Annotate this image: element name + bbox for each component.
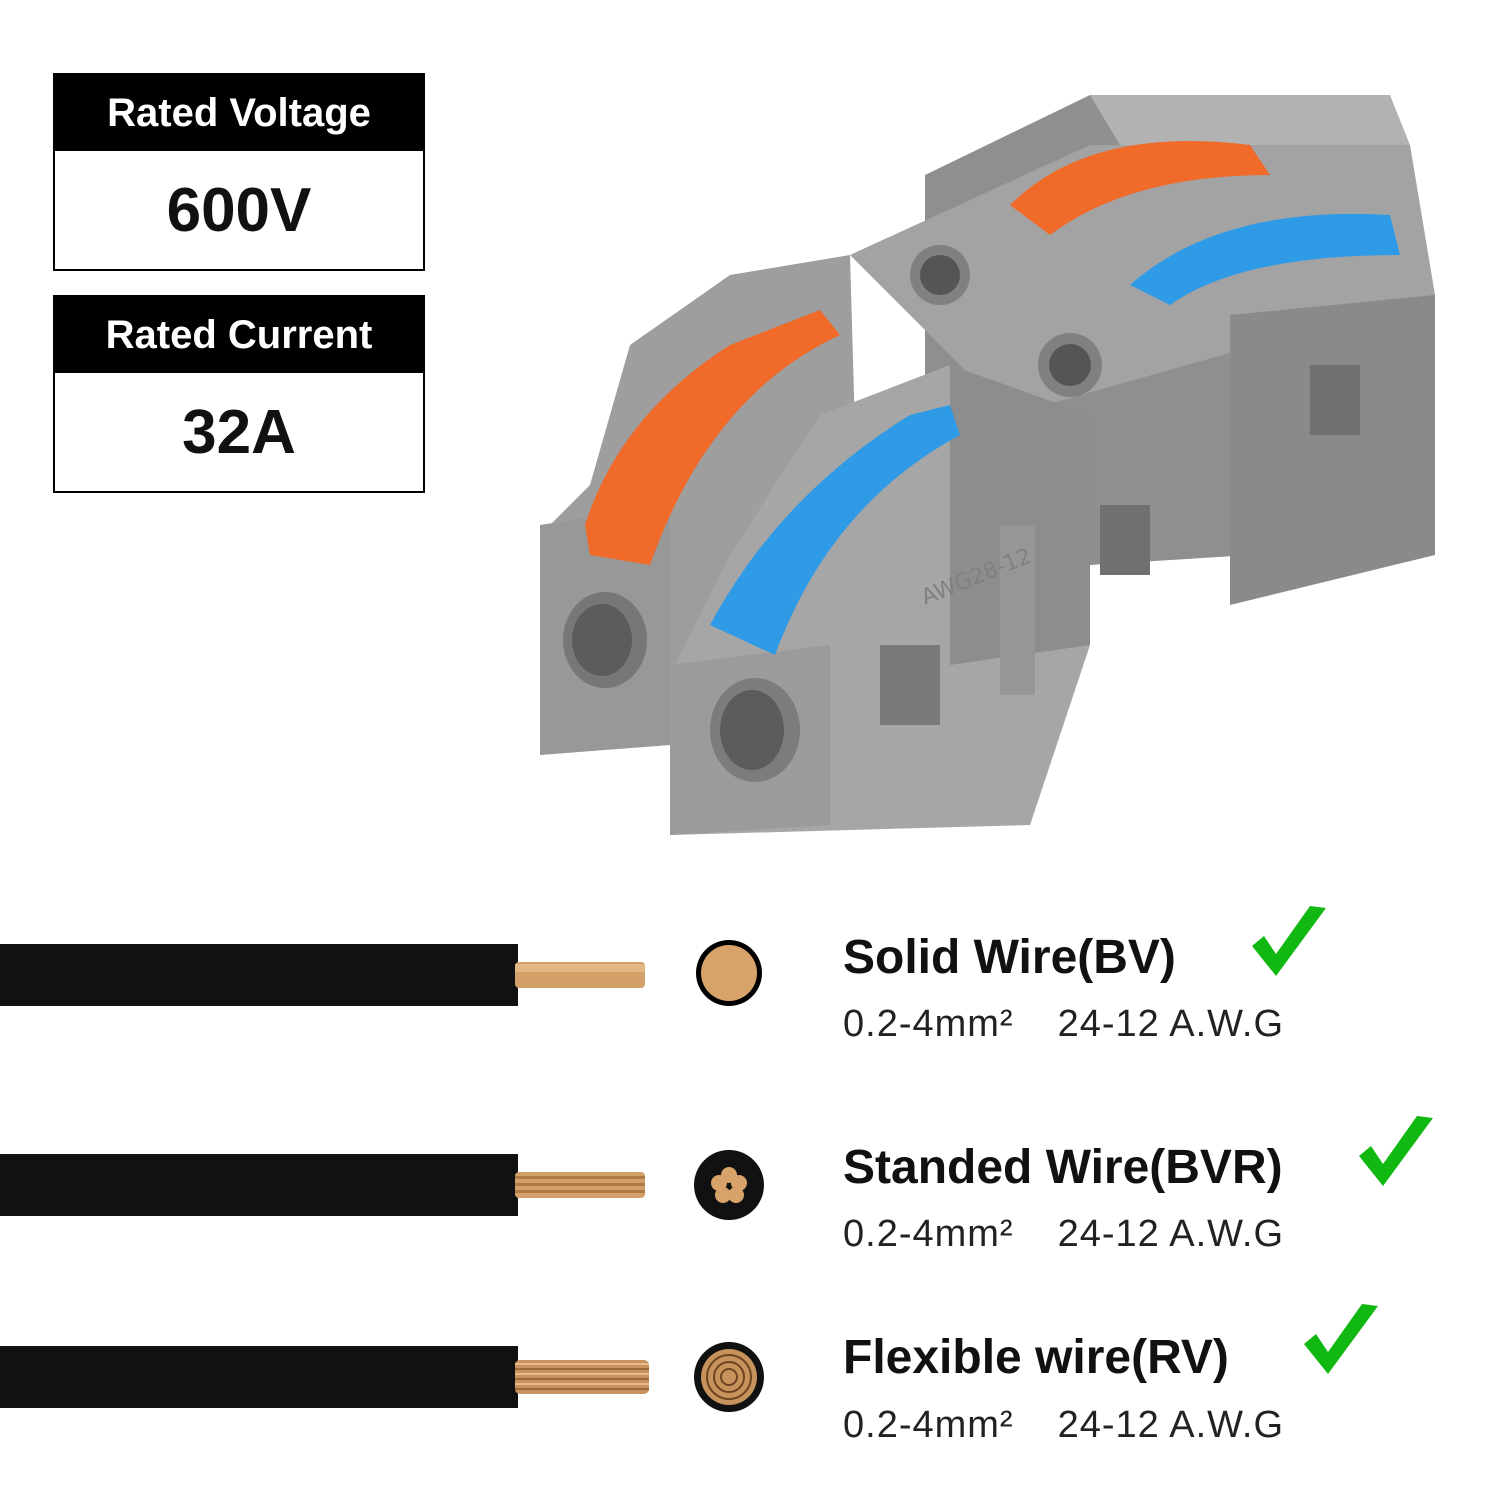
wire-spec-flexible: 0.2-4mm² 24-12 A.W.G (843, 1404, 1284, 1447)
wire-area-solid: 0.2-4mm² (843, 1003, 1014, 1045)
check-icon (1252, 906, 1326, 976)
wire-area-flexible: 0.2-4mm² (843, 1404, 1014, 1446)
solid-wire-image (0, 940, 762, 1006)
wire-awg-flexible: 24-12 A.W.G (1057, 1404, 1285, 1446)
wire-title-stranded: Standed Wire(BVR) (843, 1141, 1283, 1194)
wire-awg-solid: 24-12 A.W.G (1057, 1003, 1285, 1045)
wire-spec-solid: 0.2-4mm² 24-12 A.W.G (843, 1003, 1284, 1046)
flexible-wire-image (0, 1342, 764, 1412)
wire-area-stranded: 0.2-4mm² (843, 1213, 1014, 1255)
check-icon (1304, 1304, 1378, 1374)
rated-current-box: Rated Current 32A (53, 295, 425, 493)
wire-awg-stranded: 24-12 A.W.G (1057, 1213, 1285, 1255)
rated-voltage-label: Rated Voltage (55, 75, 423, 151)
rated-voltage-box: Rated Voltage 600V (53, 73, 425, 271)
check-icon (1359, 1116, 1433, 1186)
rated-current-value: 32A (182, 397, 296, 467)
rated-current-label: Rated Current (55, 297, 423, 373)
wire-spec-stranded: 0.2-4mm² 24-12 A.W.G (843, 1213, 1284, 1256)
wire-title-solid: Solid Wire(BV) (843, 931, 1176, 984)
rated-voltage-value: 600V (166, 175, 312, 245)
wire-connector-image: AWG28-12 (540, 95, 1435, 835)
stranded-wire-image (0, 1150, 764, 1220)
wire-title-flexible: Flexible wire(RV) (843, 1331, 1229, 1384)
